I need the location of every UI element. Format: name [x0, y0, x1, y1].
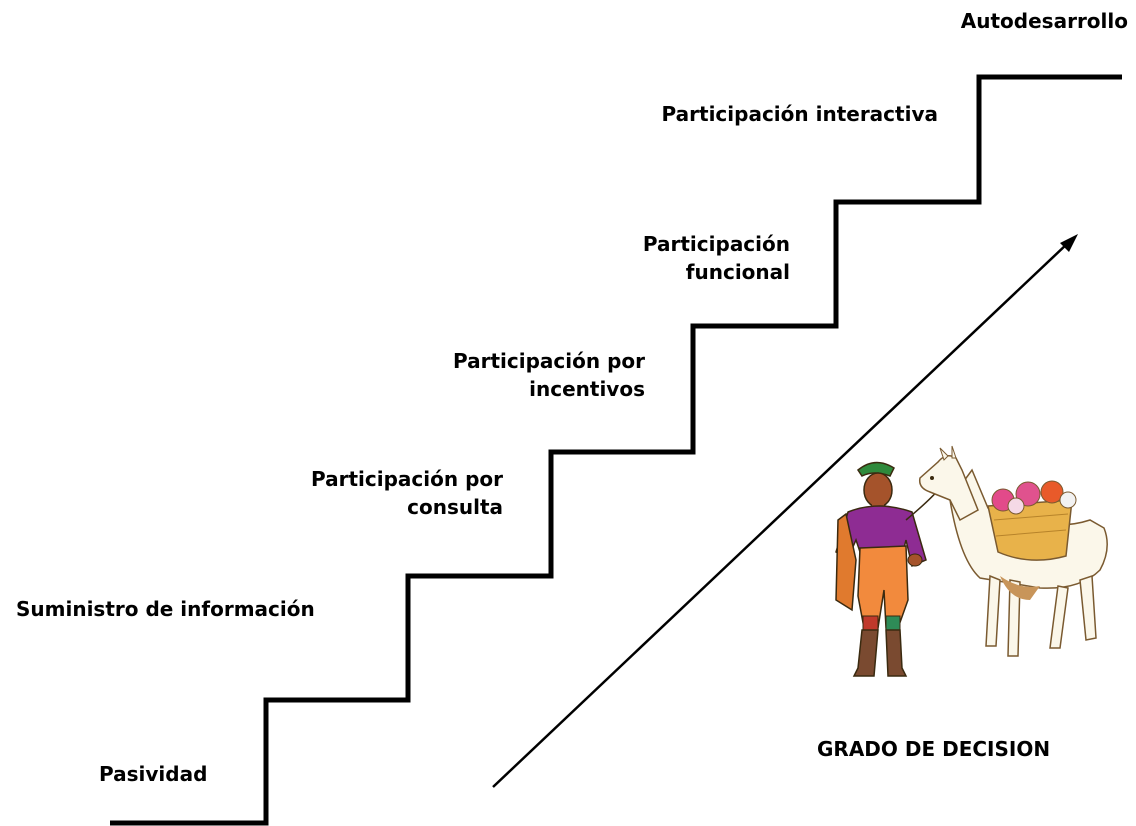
arrow-head-icon [1060, 234, 1078, 252]
step-label-pasividad: Pasividad [99, 760, 207, 788]
step-label-line: Participación interactiva [661, 102, 938, 126]
step-label-line: incentivos [529, 377, 645, 401]
llama-icon [918, 445, 1108, 657]
step-label-consulta: Participación por consulta [311, 465, 503, 521]
step-label-line: Participación por [311, 467, 503, 491]
step-label-funcional: Participación funcional [643, 230, 790, 286]
andean-man-icon [835, 461, 941, 677]
step-label-line: consulta [407, 495, 503, 519]
decision-axis-label: GRADO DE DECISION [817, 737, 1051, 761]
step-label-incentivos: Participación por incentivos [453, 347, 645, 403]
step-label-autodesarrollo: Autodesarrollo [961, 7, 1128, 35]
step-label-suministro: Suministro de información [16, 595, 315, 623]
step-label-line: Pasividad [99, 762, 208, 786]
step-label-line: Participación [642, 232, 790, 256]
step-label-line: funcional [685, 260, 790, 284]
step-label-line: Participación por [453, 349, 645, 373]
step-label-line: Autodesarrollo [960, 9, 1128, 33]
step-label-line: Suministro de información [16, 597, 315, 621]
step-label-interactiva: Participación interactiva [662, 100, 938, 128]
staircase-line [110, 74, 1122, 826]
decision-arrow [492, 234, 1078, 788]
